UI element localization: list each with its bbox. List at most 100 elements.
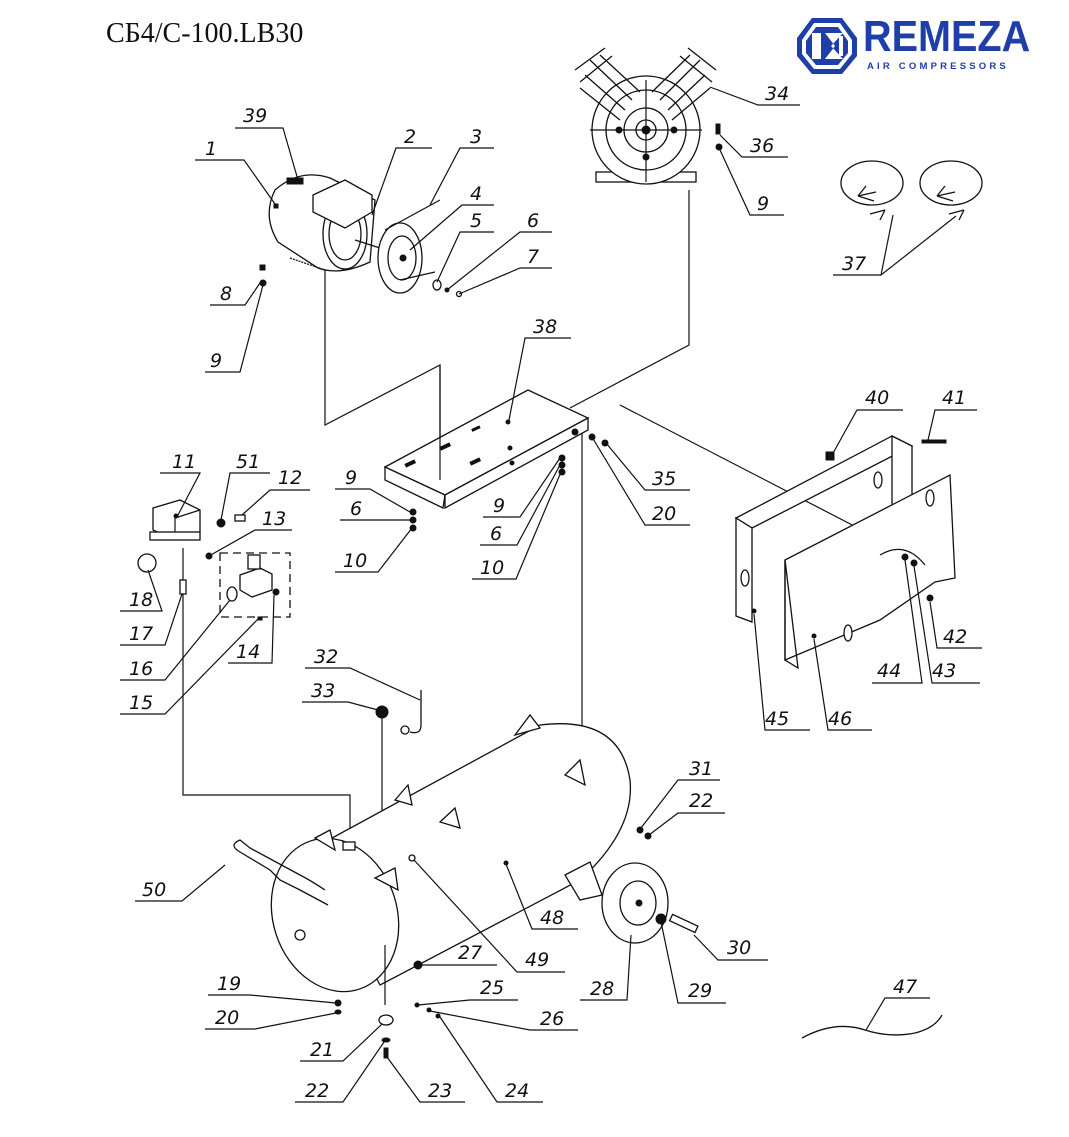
washer-part xyxy=(432,279,442,291)
air-receiver-tank xyxy=(270,713,632,993)
bolt-part xyxy=(383,1047,389,1059)
motor-pulley xyxy=(377,199,441,294)
bolt-part xyxy=(715,123,721,135)
rubber-foot-part xyxy=(378,1014,394,1026)
nut-part xyxy=(636,826,644,834)
pressure-switch xyxy=(149,499,201,541)
callout-28: 28 xyxy=(590,978,614,1000)
model-code-title: СБ4/С-100.LB30 xyxy=(106,18,304,49)
callout-31: 31 xyxy=(689,758,713,780)
nipple-part xyxy=(179,579,187,595)
callout-40: 40 xyxy=(865,387,889,409)
callout-15: 15 xyxy=(129,692,153,714)
callout-48: 48 xyxy=(540,907,564,929)
callout-24: 24 xyxy=(505,1080,529,1102)
screw-part xyxy=(901,553,909,561)
callout-29: 29 xyxy=(688,980,712,1002)
callout-14: 14 xyxy=(236,641,260,663)
callout-43: 43 xyxy=(932,660,956,682)
hose-part xyxy=(801,1014,943,1039)
remeza-hexagon-logo-icon xyxy=(797,18,857,74)
brand-logo: REMEZA AIR COMPRESSORS xyxy=(795,12,1035,76)
callout-25: 25 xyxy=(480,977,504,999)
callout-38: 38 xyxy=(533,316,557,338)
coupling-part xyxy=(272,588,280,596)
cable-coils xyxy=(840,160,983,221)
callout-51: 51 xyxy=(236,451,260,473)
washer-part xyxy=(558,454,566,462)
callout-26: 26 xyxy=(540,1008,564,1030)
callout-3: 3 xyxy=(470,126,482,148)
guard-marker xyxy=(751,608,757,614)
washer-part xyxy=(409,516,417,524)
callout-35: 35 xyxy=(652,468,676,490)
callout-22a: 22 xyxy=(689,790,713,812)
callout-9a: 9 xyxy=(210,350,222,372)
drain-valve-part xyxy=(413,960,423,970)
callout-33: 33 xyxy=(311,680,335,702)
callout-32: 32 xyxy=(314,646,338,668)
fitting-part xyxy=(216,518,226,528)
callout-45: 45 xyxy=(765,708,789,730)
callout-47: 47 xyxy=(893,976,917,998)
callout-44: 44 xyxy=(877,660,901,682)
callout-36: 36 xyxy=(750,135,774,157)
outlet-pipe-part xyxy=(409,690,422,734)
nut-part xyxy=(435,1013,441,1019)
guard-marker xyxy=(811,633,817,639)
callout-16: 16 xyxy=(129,658,153,680)
washer-part xyxy=(910,559,918,567)
callout-11: 11 xyxy=(172,451,196,473)
regulator-group-outline xyxy=(219,552,291,618)
callout-13: 13 xyxy=(262,508,286,530)
bolt-part xyxy=(921,439,947,444)
mounting-plate xyxy=(383,365,590,510)
callout-22b: 22 xyxy=(305,1080,329,1102)
callout-50: 50 xyxy=(142,879,166,901)
compressor-pump-head xyxy=(574,47,717,185)
belt-guard xyxy=(734,434,956,670)
gauge-part xyxy=(226,586,238,602)
callout-6: 6 xyxy=(527,210,539,232)
callout-10b: 10 xyxy=(480,557,504,579)
callout-8: 8 xyxy=(220,283,232,305)
washer-part xyxy=(334,1009,342,1015)
check-valve-part xyxy=(375,705,389,719)
washer-part xyxy=(381,1037,391,1043)
callout-9c: 9 xyxy=(345,467,357,489)
callout-49: 49 xyxy=(525,949,549,971)
callout-23: 23 xyxy=(428,1080,452,1102)
wheel xyxy=(601,862,669,944)
callout-20a: 20 xyxy=(652,503,676,525)
callout-6b: 6 xyxy=(350,498,362,520)
brand-tagline: AIR COMPRESSORS xyxy=(867,61,1009,72)
callout-7: 7 xyxy=(527,246,539,268)
callout-12: 12 xyxy=(278,467,302,489)
pressure-regulator xyxy=(239,554,273,598)
nut-part xyxy=(926,594,934,602)
callout-9d: 9 xyxy=(493,495,505,517)
callout-46: 46 xyxy=(828,708,852,730)
cable-gland-part xyxy=(234,514,246,522)
washer-part xyxy=(715,143,723,151)
callout-37: 37 xyxy=(842,253,866,275)
callout-39: 39 xyxy=(243,105,267,127)
callout-21: 21 xyxy=(310,1039,334,1061)
callout-17: 17 xyxy=(129,623,153,645)
gauge-part xyxy=(137,553,157,573)
callout-18: 18 xyxy=(129,589,153,611)
handle-part xyxy=(233,839,329,906)
electric-motor xyxy=(268,174,381,272)
bolt-part xyxy=(259,264,266,271)
callout-27: 27 xyxy=(458,942,482,964)
callouts: 1 39 2 3 4 5 6 7 8 9 34 36 9 xyxy=(120,83,982,1103)
callout-42: 42 xyxy=(943,626,967,648)
callout-9b: 9 xyxy=(757,193,769,215)
washer-part xyxy=(558,461,566,469)
washer-part xyxy=(409,508,417,516)
callout-5: 5 xyxy=(470,210,482,232)
callout-30: 30 xyxy=(727,937,751,959)
callout-20b: 20 xyxy=(215,1007,239,1029)
callout-1: 1 xyxy=(205,138,217,160)
